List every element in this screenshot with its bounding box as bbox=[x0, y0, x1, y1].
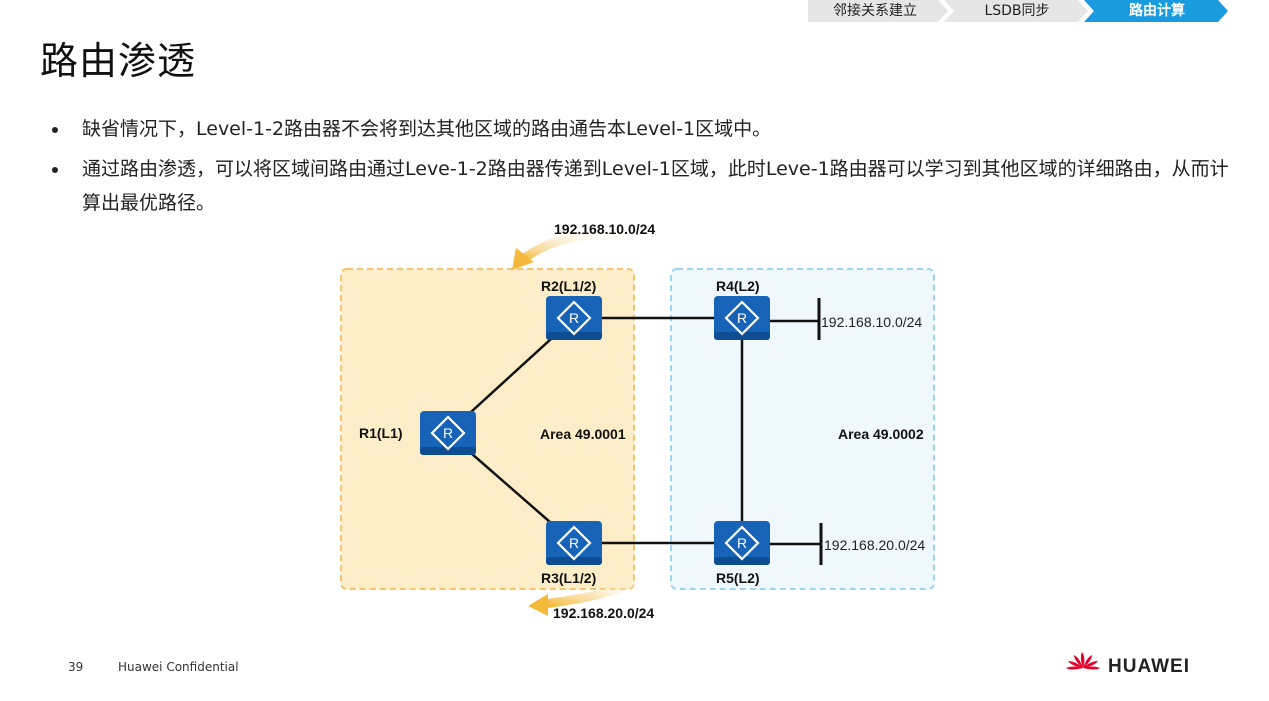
router-r5-label: R5(L2) bbox=[716, 570, 760, 586]
leaked-route-label-top: 192.168.10.0/24 bbox=[554, 221, 655, 237]
huawei-logo-text: HUAWEI bbox=[1108, 656, 1190, 677]
bullet-item: 缺省情况下，Level-1-2路由器不会将到达其他区域的路由通告本Level-1… bbox=[44, 112, 1234, 146]
progress-step-1: 邻接关系建立 bbox=[833, 3, 917, 19]
bullet-dot bbox=[52, 167, 58, 173]
page-title: 路由渗透 bbox=[40, 39, 197, 83]
bullet-dot bbox=[52, 127, 58, 133]
progress-step-3-shape bbox=[1084, 0, 1228, 22]
router-r2-label: R2(L1/2) bbox=[541, 278, 596, 294]
progress-step-2-shape bbox=[944, 0, 1088, 22]
leak-arrow-top-head bbox=[512, 248, 534, 270]
progress-arrows bbox=[808, 0, 1228, 22]
progress-steps: 邻接关系建立 LSDB同步 路由计算 bbox=[808, 0, 1228, 22]
router-r2-icon bbox=[544, 294, 604, 342]
bullet-text: 缺省情况下，Level-1-2路由器不会将到达其他区域的路由通告本Level-1… bbox=[82, 118, 772, 140]
router-r4-icon bbox=[712, 294, 772, 342]
router-r3-label: R3(L1/2) bbox=[541, 570, 596, 586]
router-r1-label: R1(L1) bbox=[359, 425, 403, 441]
router-r1-icon bbox=[418, 409, 478, 457]
leak-arrow-bottom-icon bbox=[544, 574, 643, 609]
router-r3-icon bbox=[544, 519, 604, 567]
leak-arrow-bottom-head bbox=[528, 594, 548, 616]
bullet-item: 通过路由渗透，可以将区域间路由通过Leve-1-2路由器传递到Level-1区域… bbox=[44, 152, 1234, 220]
progress-step-1-shape bbox=[808, 0, 948, 22]
area-label-2: Area 49.0002 bbox=[838, 426, 924, 442]
progress-step-2: LSDB同步 bbox=[984, 3, 1050, 19]
area-49-0001 bbox=[340, 268, 635, 590]
confidential-label: Huawei Confidential bbox=[118, 660, 239, 674]
area-49-0002 bbox=[670, 268, 935, 590]
bullet-text: 通过路由渗透，可以将区域间路由通过Leve-1-2路由器传递到Level-1区域… bbox=[82, 158, 1229, 214]
area-label-1: Area 49.0001 bbox=[540, 426, 626, 442]
network-label-10: 192.168.10.0/24 bbox=[821, 314, 922, 330]
bullet-list: 缺省情况下，Level-1-2路由器不会将到达其他区域的路由通告本Level-1… bbox=[44, 112, 1234, 226]
progress-step-3: 路由计算 bbox=[1129, 3, 1185, 19]
leaked-route-label-bottom: 192.168.20.0/24 bbox=[553, 605, 654, 621]
network-label-20: 192.168.20.0/24 bbox=[824, 537, 925, 553]
page-number: 39 bbox=[68, 660, 84, 674]
router-r4-label: R4(L2) bbox=[716, 278, 760, 294]
leak-arrow-top-icon bbox=[519, 229, 631, 264]
huawei-logo-icon bbox=[1066, 652, 1100, 670]
router-r5-icon bbox=[712, 519, 772, 567]
